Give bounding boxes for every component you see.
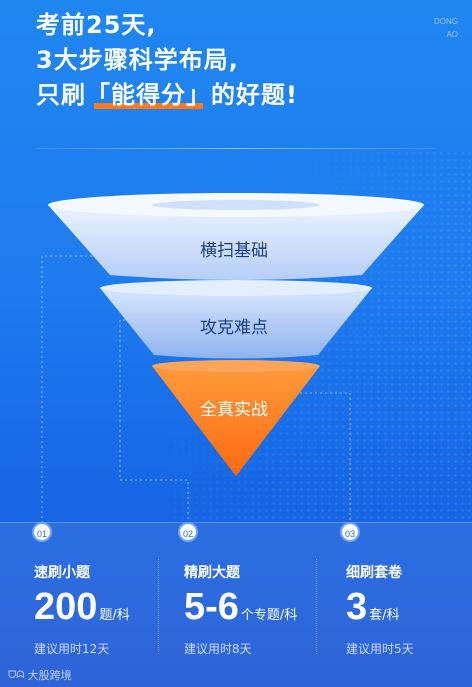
step-unit: 个专题/科: [240, 608, 298, 623]
headline-divider: [36, 148, 436, 149]
step-title: 细刷套卷: [346, 565, 402, 581]
step-title: 精刷大题: [184, 565, 240, 581]
headline-line-3-pre: 只刷: [36, 81, 86, 109]
step-divider: [158, 559, 159, 654]
headline-line-3: 只刷「能得分」的好题!: [36, 78, 298, 113]
funnel-tier-2-rim: [100, 280, 372, 296]
brand-watermark: DONG AO: [424, 15, 458, 41]
funnel-tier-2-body: [100, 288, 372, 359]
funnel-tier-2-label: 攻克难点: [200, 318, 268, 338]
headline-accent: 「能得分」: [86, 78, 211, 113]
funnel-tier-3-body: [152, 366, 320, 476]
connector-1: [41, 255, 92, 522]
step-number-badge: 03: [340, 522, 360, 542]
step-value: 200: [34, 586, 98, 628]
dongao-logo-icon: ᗜᗣ: [8, 669, 25, 681]
step-number-badge: 01: [32, 522, 52, 542]
footer-logo: ᗜᗣ 大股跨境: [8, 667, 72, 683]
step-divider: [316, 559, 317, 654]
step-note: 建议用时12天: [34, 642, 110, 656]
funnel-tier-3-rim: [152, 360, 320, 372]
funnel-tier-1-label: 横扫基础: [200, 241, 268, 261]
funnel-tier-3-label: 全真实战: [200, 400, 268, 420]
step-number-badge: 02: [178, 522, 198, 542]
brand-watermark-line-2: AO: [446, 30, 458, 39]
funnel-tier-1-hole: [152, 200, 320, 210]
brand-watermark-line-1: DONG: [434, 17, 458, 26]
headline-line-1: 考前25天,: [36, 11, 157, 39]
step-unit: 题/科: [99, 608, 130, 623]
step-unit: 套/科: [369, 608, 400, 623]
headline: 考前25天, 3大步骤科学布局, 只刷「能得分」的好题!: [36, 8, 298, 113]
funnel-tier-1-body: [48, 205, 424, 280]
headline-line-3-post: 的好题!: [211, 81, 298, 109]
step-note: 建议用时5天: [346, 642, 414, 656]
step-title: 速刷小题: [34, 565, 90, 581]
step-value: 3: [346, 586, 368, 628]
footer-logo-text: 大股跨境: [27, 669, 72, 682]
headline-line-2: 3大步骤科学布局,: [36, 46, 239, 74]
step-value: 5-6: [184, 586, 239, 628]
funnel-diagram: [48, 193, 424, 476]
step-note: 建议用时8天: [184, 642, 252, 656]
connector-3: [300, 392, 351, 522]
